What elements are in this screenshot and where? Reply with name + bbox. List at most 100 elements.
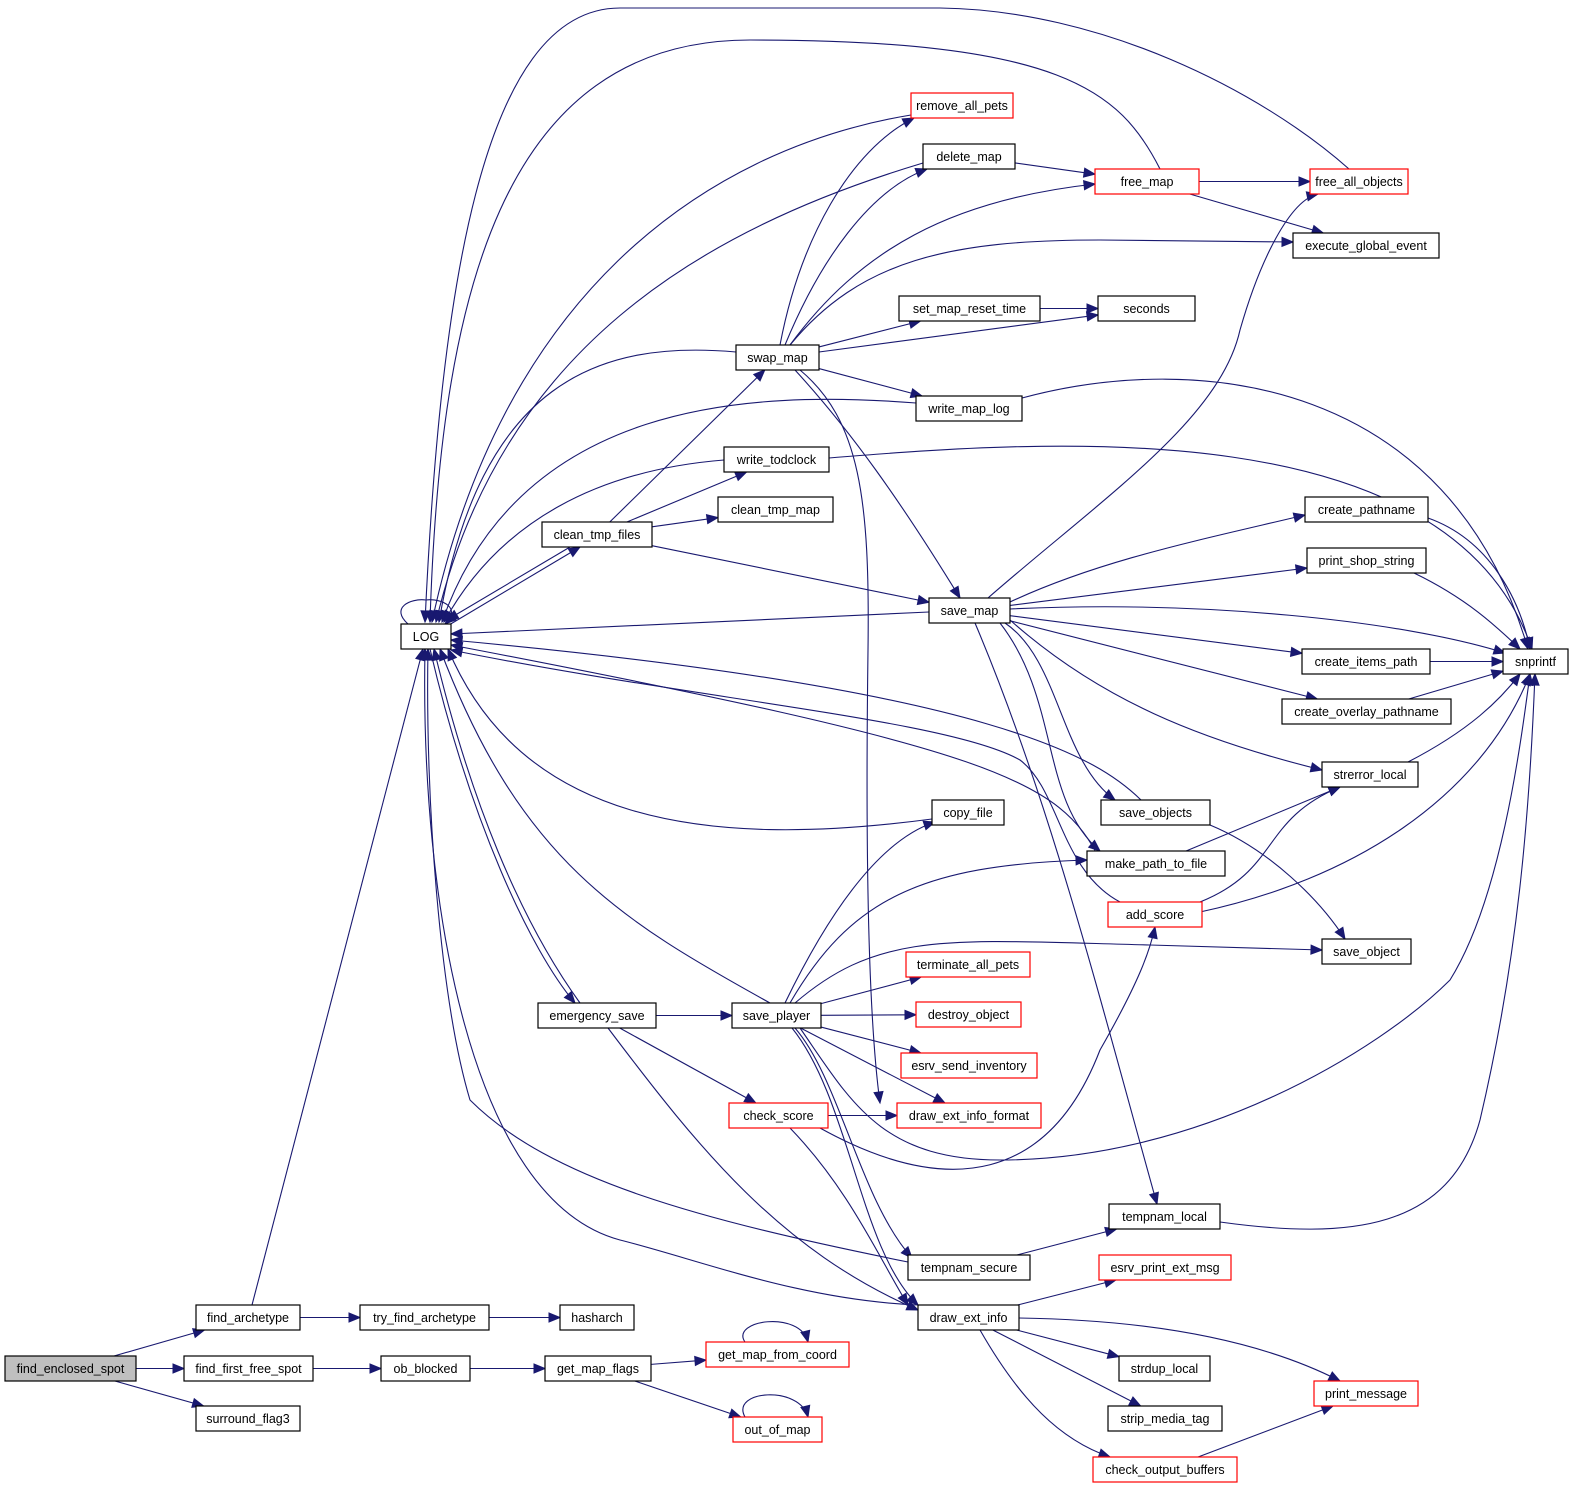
node-box[interactable] <box>359 1304 490 1331</box>
node-write-map-log[interactable]: write_map_log <box>915 395 1023 422</box>
node-find-archetype[interactable]: find_archetype <box>195 1304 301 1331</box>
node-box[interactable] <box>4 1355 137 1382</box>
node-box[interactable] <box>1094 168 1200 195</box>
node-remove-all-pets[interactable]: remove_all_pets <box>910 92 1014 119</box>
node-clean-tmp-files[interactable]: clean_tmp_files <box>541 521 653 548</box>
node-box[interactable] <box>735 344 820 371</box>
node-log[interactable]: LOG <box>400 623 452 650</box>
node-box[interactable] <box>732 1416 823 1443</box>
node-box[interactable] <box>1107 901 1203 928</box>
node-try-find-archetype[interactable]: try_find_archetype <box>359 1304 490 1331</box>
node-box[interactable] <box>1313 1380 1419 1407</box>
node-box[interactable] <box>541 521 653 548</box>
node-box[interactable] <box>731 1002 822 1029</box>
node-free-map[interactable]: free_map <box>1094 168 1200 195</box>
node-box[interactable] <box>1108 1203 1221 1230</box>
node-execute-global-event[interactable]: execute_global_event <box>1292 232 1440 259</box>
node-seconds[interactable]: seconds <box>1097 295 1196 322</box>
node-strerror-local[interactable]: strerror_local <box>1321 761 1419 788</box>
node-box[interactable] <box>1100 799 1211 826</box>
node-destroy-object[interactable]: destroy_object <box>915 1001 1022 1028</box>
node-box[interactable] <box>1092 1456 1238 1483</box>
node-get-map-flags[interactable]: get_map_flags <box>544 1355 652 1382</box>
node-set-map-reset-time[interactable]: set_map_reset_time <box>898 295 1041 322</box>
node-box[interactable] <box>910 92 1014 119</box>
node-box[interactable] <box>717 496 834 523</box>
node-create-pathname[interactable]: create_pathname <box>1304 496 1429 523</box>
node-box[interactable] <box>928 597 1011 624</box>
node-ob-blocked[interactable]: ob_blocked <box>380 1355 471 1382</box>
node-draw-ext-info[interactable]: draw_ext_info <box>917 1304 1020 1331</box>
node-box[interactable] <box>559 1304 635 1331</box>
node-create-overlay-pathname[interactable]: create_overlay_pathname <box>1281 698 1452 725</box>
node-box[interactable] <box>915 395 1023 422</box>
node-box[interactable] <box>195 1405 301 1432</box>
node-box[interactable] <box>1098 1254 1232 1281</box>
node-make-path-to-file[interactable]: make_path_to_file <box>1086 850 1226 877</box>
node-strdup-local[interactable]: strdup_local <box>1118 1355 1211 1382</box>
node-esrv-print-ext-msg[interactable]: esrv_print_ext_msg <box>1098 1254 1232 1281</box>
node-box[interactable] <box>1321 761 1419 788</box>
node-box[interactable] <box>544 1355 652 1382</box>
node-save-player[interactable]: save_player <box>731 1002 822 1029</box>
node-box[interactable] <box>1502 648 1569 675</box>
node-snprintf[interactable]: snprintf <box>1502 648 1569 675</box>
node-check-score[interactable]: check_score <box>728 1102 829 1129</box>
node-box[interactable] <box>898 295 1041 322</box>
node-save-object[interactable]: save_object <box>1321 938 1412 965</box>
node-save-objects[interactable]: save_objects <box>1100 799 1211 826</box>
node-add-score[interactable]: add_score <box>1107 901 1203 928</box>
node-box[interactable] <box>1321 938 1412 965</box>
node-box[interactable] <box>1086 850 1226 877</box>
node-strip-media-tag[interactable]: strip_media_tag <box>1107 1405 1223 1432</box>
node-check-output-buffers[interactable]: check_output_buffers <box>1092 1456 1238 1483</box>
node-print-shop-string[interactable]: print_shop_string <box>1306 547 1427 574</box>
node-box[interactable] <box>907 1254 1031 1281</box>
node-box[interactable] <box>900 1052 1038 1079</box>
node-box[interactable] <box>380 1355 471 1382</box>
node-box[interactable] <box>922 143 1016 170</box>
node-box[interactable] <box>195 1304 301 1331</box>
node-write-todclock[interactable]: write_todclock <box>723 446 830 473</box>
node-print-message[interactable]: print_message <box>1313 1380 1419 1407</box>
node-get-map-from-coord[interactable]: get_map_from_coord <box>705 1341 850 1368</box>
node-box[interactable] <box>728 1102 829 1129</box>
node-delete-map[interactable]: delete_map <box>922 143 1016 170</box>
node-box[interactable] <box>1281 698 1452 725</box>
node-surround-flag3[interactable]: surround_flag3 <box>195 1405 301 1432</box>
node-hasharch[interactable]: hasharch <box>559 1304 635 1331</box>
node-box[interactable] <box>931 799 1005 826</box>
node-box[interactable] <box>1118 1355 1211 1382</box>
node-terminate-all-pets[interactable]: terminate_all_pets <box>905 951 1031 978</box>
node-box[interactable] <box>1309 168 1409 195</box>
node-box[interactable] <box>1292 232 1440 259</box>
node-emergency-save[interactable]: emergency_save <box>537 1002 657 1029</box>
node-box[interactable] <box>917 1304 1020 1331</box>
node-box[interactable] <box>537 1002 657 1029</box>
node-box[interactable] <box>400 623 452 650</box>
node-find-enclosed-spot[interactable]: find_enclosed_spot <box>4 1355 137 1382</box>
node-copy-file[interactable]: copy_file <box>931 799 1005 826</box>
node-box[interactable] <box>1304 496 1429 523</box>
node-clean-tmp-map[interactable]: clean_tmp_map <box>717 496 834 523</box>
node-box[interactable] <box>896 1102 1042 1129</box>
node-save-map[interactable]: save_map <box>928 597 1011 624</box>
node-box[interactable] <box>723 446 830 473</box>
node-box[interactable] <box>1107 1405 1223 1432</box>
node-find-first-free-spot[interactable]: find_first_free_spot <box>183 1355 314 1382</box>
node-out-of-map[interactable]: out_of_map <box>732 1416 823 1443</box>
node-swap-map[interactable]: swap_map <box>735 344 820 371</box>
node-create-items-path[interactable]: create_items_path <box>1301 648 1431 675</box>
node-box[interactable] <box>183 1355 314 1382</box>
node-box[interactable] <box>905 951 1031 978</box>
node-esrv-send-inventory[interactable]: esrv_send_inventory <box>900 1052 1038 1079</box>
node-box[interactable] <box>1306 547 1427 574</box>
node-tempnam-secure[interactable]: tempnam_secure <box>907 1254 1031 1281</box>
node-draw-ext-info-format[interactable]: draw_ext_info_format <box>896 1102 1042 1129</box>
node-box[interactable] <box>1097 295 1196 322</box>
node-box[interactable] <box>705 1341 850 1368</box>
node-box[interactable] <box>1301 648 1431 675</box>
node-box[interactable] <box>915 1001 1022 1028</box>
node-free-all-objects[interactable]: free_all_objects <box>1309 168 1409 195</box>
node-tempnam-local[interactable]: tempnam_local <box>1108 1203 1221 1230</box>
